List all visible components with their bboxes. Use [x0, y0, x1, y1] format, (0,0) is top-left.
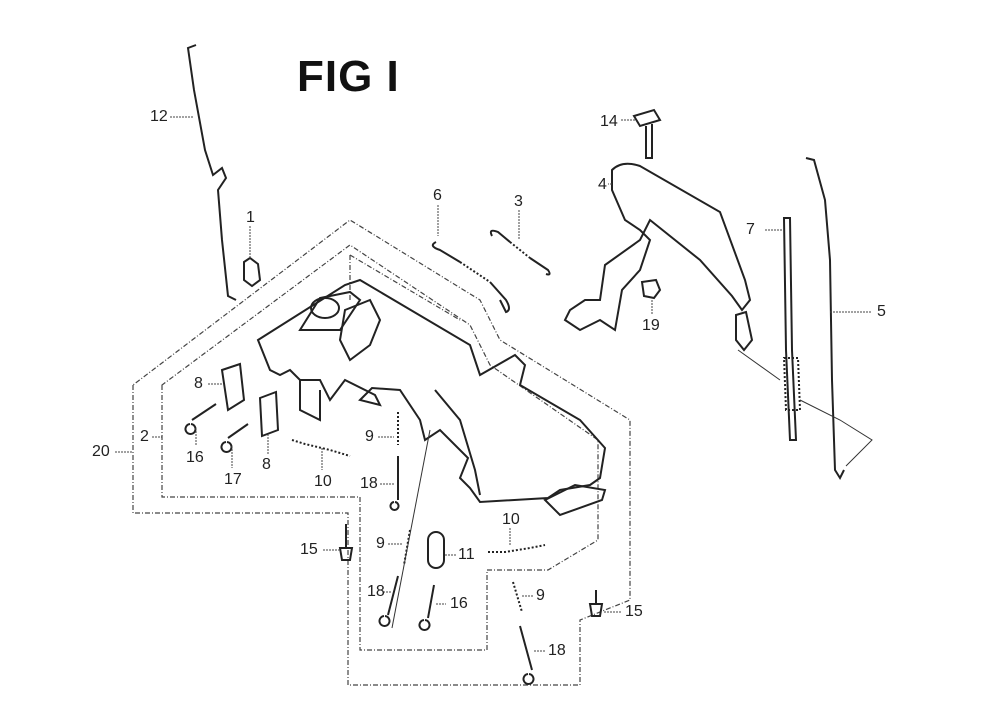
callout-8a: 8 [194, 375, 203, 392]
callout-10a: 10 [314, 473, 332, 490]
bolt-18a [378, 575, 399, 627]
callout-18a: 18 [367, 583, 385, 600]
callout-11: 11 [458, 546, 475, 563]
screw-16a [184, 403, 217, 435]
bolt-14 [632, 108, 662, 159]
callout-1: 1 [246, 209, 255, 226]
callout-16a: 16 [186, 449, 204, 466]
screw-15 [418, 584, 435, 631]
callout-14: 14 [600, 113, 618, 130]
leader-lines [115, 116, 872, 652]
nut-19 [640, 278, 662, 300]
callout-4: 4 [598, 176, 607, 193]
spring-9c [512, 581, 523, 613]
clip-1 [243, 256, 262, 288]
callout-15: 16 [450, 595, 468, 612]
callout-7: 7 [746, 221, 755, 238]
plate-8b [258, 390, 280, 438]
callout-5: 5 [877, 303, 886, 320]
callout-10b: 10 [502, 511, 520, 528]
bolt-18b [519, 625, 535, 685]
callout-19: 19 [642, 317, 660, 334]
callout-9a: 9 [365, 428, 374, 445]
callout-9b: 9 [376, 535, 385, 552]
spring-10a [291, 439, 351, 457]
bolt-13a [338, 524, 354, 561]
bracket-outline [349, 254, 461, 321]
callout-18b: 18 [548, 642, 566, 659]
base-plate [256, 278, 607, 517]
assembly-outline-2 [161, 244, 599, 651]
callout-12: 12 [150, 108, 168, 125]
callout-20: 20 [92, 443, 110, 460]
spring-6 [431, 241, 510, 314]
bolt-17 [389, 456, 400, 511]
roller-11 [427, 531, 445, 569]
plate-8a [220, 362, 246, 412]
spring-10b [488, 544, 546, 553]
figure-title: FIG I [297, 52, 400, 101]
throttle-rod-12 [186, 44, 237, 301]
callout-2: 2 [140, 428, 149, 445]
governor-rod-5 [805, 157, 845, 481]
callout-16b: 17 [224, 471, 242, 488]
callout-3: 3 [514, 193, 523, 210]
callout-13a: 15 [300, 541, 318, 558]
spring-3 [489, 229, 551, 276]
guide-line-diagonal [391, 429, 431, 629]
control-lever-4 [563, 162, 752, 332]
callout-13b: 15 [625, 603, 643, 620]
bolt-13b [588, 590, 604, 617]
callout-8b: 8 [262, 456, 271, 473]
callout-17: 18 [360, 475, 378, 492]
screw-16b [220, 423, 249, 453]
rod-7 [782, 217, 802, 441]
lever-tab [735, 310, 754, 352]
callout-9c: 9 [536, 587, 545, 604]
callout-6: 6 [433, 187, 442, 204]
assembly-outline-20 [132, 219, 631, 686]
guide-line [737, 349, 873, 467]
